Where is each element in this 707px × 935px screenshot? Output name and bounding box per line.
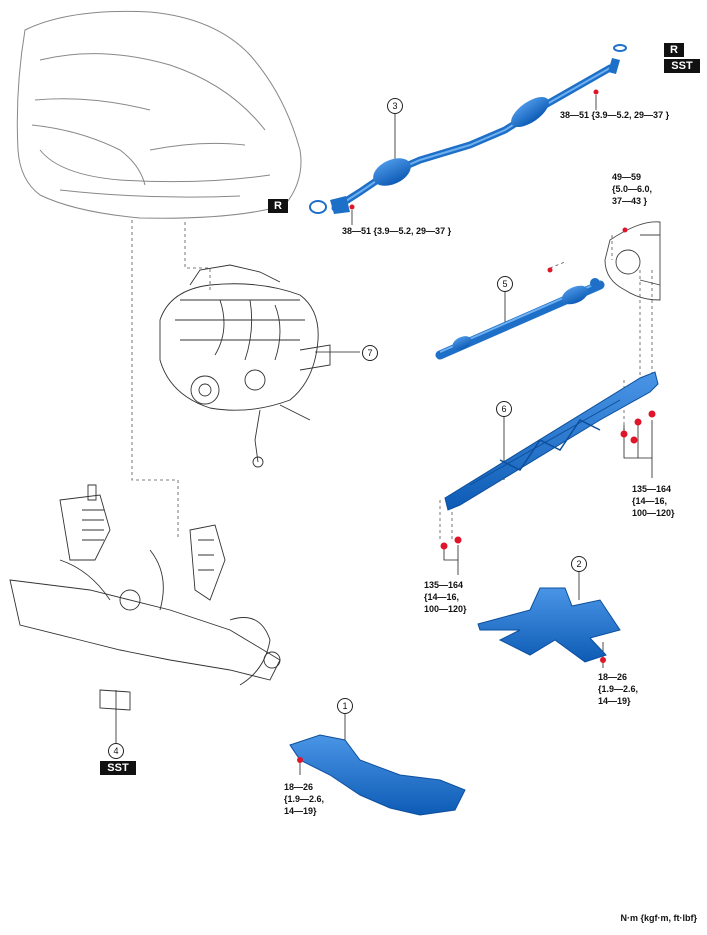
torque-line: 49—59 (612, 172, 642, 182)
torque-line: 18—26 (284, 782, 314, 792)
torque-line: {1.9—2.6, (598, 684, 639, 694)
torque-line: {5.0—6.0, (612, 184, 653, 194)
exhaust-pipe-part (309, 44, 627, 214)
callout-part-6: 6 (496, 401, 512, 417)
callout-part-4: 4 (108, 743, 124, 759)
torque-line: 135—164 (424, 580, 464, 590)
sst-tag: SST (664, 59, 700, 73)
callout-part-2: 2 (571, 556, 587, 572)
vehicle-outline (16, 10, 302, 219)
callout-part-1: 1 (337, 698, 353, 714)
engine-part (159, 264, 331, 468)
callout-part-7: 7 (362, 345, 378, 361)
units-legend: N·m {kgf·m, ft·lbf} (620, 913, 698, 923)
callout-part-5: 5 (497, 276, 513, 292)
replace-tag: R (268, 199, 288, 213)
sst-tag: SST (100, 761, 136, 775)
under-cover-part (289, 734, 466, 816)
callout-part-3: 3 (387, 98, 403, 114)
torque-line: 14—19} (598, 696, 631, 706)
torque-line: 100—120} (632, 508, 675, 518)
propeller-shaft-part (435, 278, 605, 360)
replace-tag: R (664, 43, 684, 57)
torque-line: {1.9—2.6, (284, 794, 325, 804)
torque-line: 135—164 (632, 484, 672, 494)
torque-line: 100—120} (424, 604, 467, 614)
x-brace-cover-part (477, 587, 621, 663)
front-suspension-part (9, 484, 281, 711)
torque-line: {14—16, (632, 496, 668, 506)
torque-line: {14—16, (424, 592, 460, 602)
differential-part (547, 221, 661, 301)
torque-exhaust-front: 38—51 {3.9—5.2, 29—37 } (342, 226, 452, 236)
torque-exhaust-rear: 38—51 {3.9—5.2, 29—37 } (560, 110, 670, 120)
torque-line: 18—26 (598, 672, 628, 682)
torque-line: 37—43 } (612, 196, 648, 206)
guide-lines (131, 220, 653, 540)
torque-line: 14—19} (284, 806, 317, 816)
tunnel-brace-part (440, 371, 659, 550)
